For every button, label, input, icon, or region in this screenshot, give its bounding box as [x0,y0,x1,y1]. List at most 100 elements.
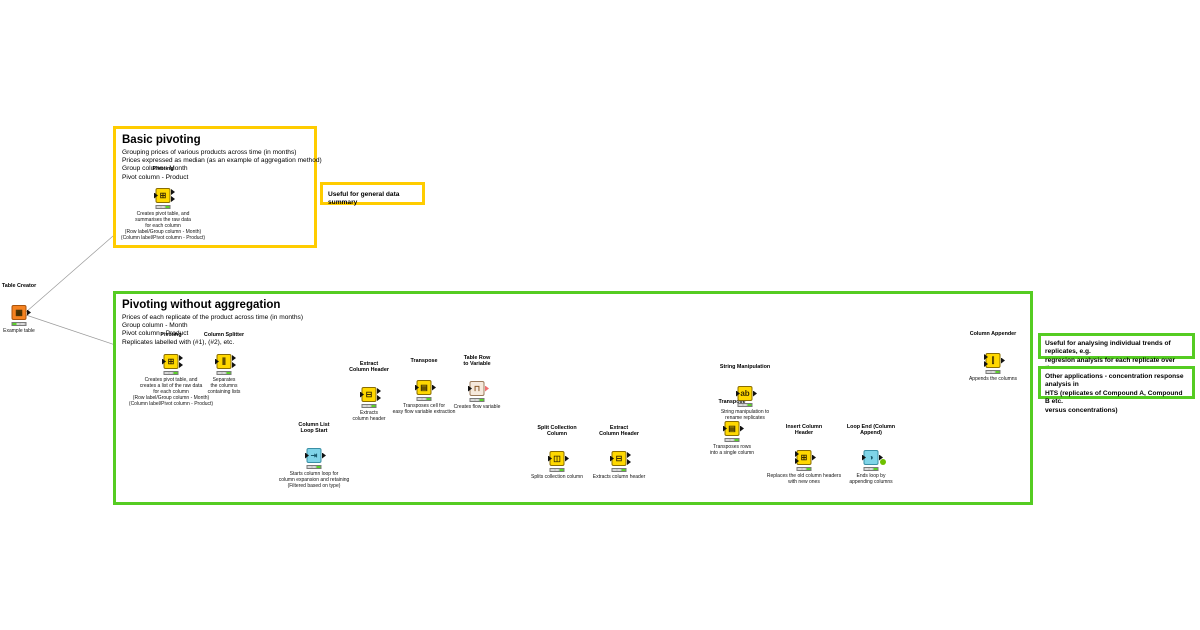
output-port-2[interactable] [377,395,381,401]
output-port-1[interactable] [627,452,631,458]
column-appender-icon[interactable]: ⫿ [985,353,1001,368]
node-glyph: ◫ [553,453,561,463]
output-port-2[interactable] [627,459,631,465]
output-port-2[interactable] [171,196,175,202]
node-title-line: Loop Start [300,427,328,434]
output-port[interactable] [753,390,757,397]
node-description: Transposes rows into a single column [710,444,754,456]
annotation-other-applications: Other applications - concentration respo… [1038,366,1195,414]
output-port[interactable] [1001,357,1005,364]
output-port[interactable] [27,309,31,316]
node-title: Pivoting [160,331,182,338]
output-port-2[interactable] [179,362,183,368]
input-port-1[interactable] [795,451,799,457]
node-status [163,371,179,375]
node-status [863,467,879,471]
desc-line: summarises the raw data [135,217,191,223]
annotation-line: Useful for analysing individual trends o… [1045,340,1171,356]
desc-line: rename replicates [725,415,765,421]
node-description: Transposes cell for easy flow variable e… [393,403,456,415]
node-title: Column Appender [969,330,1017,337]
input-port[interactable] [548,455,552,462]
desc-line: Separates [212,377,236,383]
input-port[interactable] [305,452,309,459]
output-port-1[interactable] [171,189,175,195]
node-status [796,467,812,471]
input-port[interactable] [862,454,866,461]
node-glyph: ▦ [15,307,23,317]
annotation-title: Pivoting without aggregation [122,299,281,311]
output-port[interactable] [812,454,816,461]
loop-indicator-icon [880,459,886,465]
input-port[interactable] [468,385,472,392]
node-status [361,404,377,408]
string-manipulation-icon[interactable]: ab [737,386,753,401]
input-port[interactable] [154,192,158,199]
desc-line: for each column [145,223,181,229]
node-glyph: ⊞ [167,356,175,366]
node-glyph: ⊓ [473,383,481,393]
desc-line: Replaces the old column headers [766,473,842,479]
desc-line: appending columns [849,479,893,485]
node-status [216,371,232,375]
output-port-1[interactable] [232,355,236,361]
node-description: Creates flow variable [453,404,501,410]
output-port[interactable] [432,384,436,391]
desc-line: the columns [210,383,238,389]
node-glyph: ⊟ [365,389,373,399]
output-port[interactable] [485,385,489,392]
input-port[interactable] [415,384,419,391]
input-port-2[interactable] [984,361,988,367]
node-glyph: ab [740,388,750,398]
node-status [549,468,565,472]
input-port[interactable] [215,358,219,365]
node-title: Column Splitter [203,331,245,338]
insert-column-header-icon[interactable]: ⊞ [796,450,812,465]
node-title: String Manipulation [719,363,771,370]
node-description: Extracts column header [352,410,385,422]
input-port[interactable] [610,455,614,462]
node-status [724,438,740,442]
annotation-text: Useful for general data summary [328,191,400,207]
output-port[interactable] [565,455,569,462]
node-title: Transpose [718,398,746,405]
output-port-1[interactable] [179,355,183,361]
desc-line: easy flow variable extraction [392,409,456,415]
output-port-2[interactable] [232,362,236,368]
input-port[interactable] [162,358,166,365]
table-row-to-variable-icon[interactable]: ⊓ [469,381,485,396]
node-title: Transpose [410,357,438,364]
desc-line: for each column [153,389,189,395]
input-port[interactable] [723,425,727,432]
input-port[interactable] [736,390,740,397]
desc-line: containing lists [207,389,241,395]
node-title: Extract Column Header [599,425,639,437]
node-glyph: ◑ [868,452,874,462]
node-status [737,403,753,407]
desc-line: Ends loop by [856,473,886,479]
output-port-1[interactable] [377,388,381,394]
annotation-title: Basic pivoting [122,134,201,146]
node-description: Ends loop by appending columns [849,473,892,485]
annotation-line: Pivot column - Product [122,330,189,338]
node-glyph: ⊞ [159,190,167,200]
desc-line: with new ones [788,479,820,485]
node-status [11,322,27,326]
table-creator-icon[interactable]: ▦ [11,305,27,320]
node-title-line: to Variable [463,360,491,367]
input-port-1[interactable] [984,354,988,360]
node-title-line: Split Collection [537,424,577,431]
node-title-line: Extract [609,424,629,431]
node-title-line: Column Header [599,430,639,437]
node-description: Replaces the old column headers with new… [767,473,841,485]
input-port[interactable] [360,391,364,398]
output-port[interactable] [322,452,326,459]
node-glyph: ⊟ [615,453,623,463]
output-port[interactable] [740,425,744,432]
node-title: Table Row to Variable [463,355,490,367]
input-port-2[interactable] [795,458,799,464]
node-title-line: Column [546,430,568,437]
node-status [611,468,627,472]
output-port[interactable] [879,454,883,461]
desc-line: (Row label/Group column - Month) [124,229,202,235]
